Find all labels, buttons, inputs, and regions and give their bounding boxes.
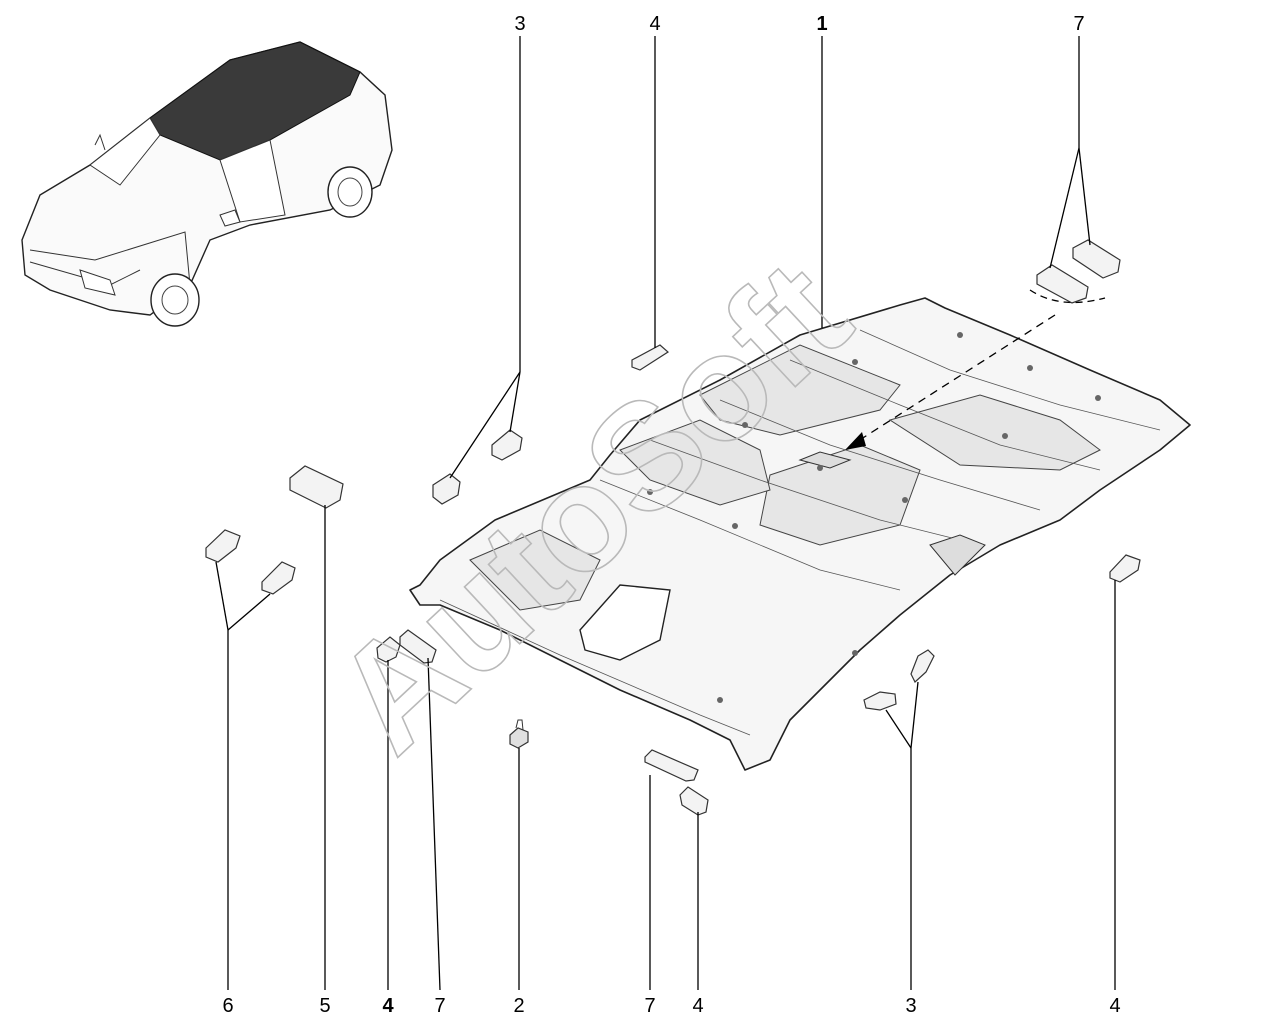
- callout-7-left: 7: [434, 995, 445, 1017]
- clip-part-3-right-b: [910, 649, 935, 683]
- car-overview-illustration: [21, 41, 393, 327]
- clip-part-7-mid: [644, 749, 699, 782]
- callout-7-top: 7: [1073, 13, 1084, 35]
- callout-2: 2: [513, 995, 524, 1017]
- clip-part-3-top-a: [491, 429, 523, 461]
- callout-1: 1: [816, 13, 827, 35]
- callout-5: 5: [319, 995, 330, 1017]
- clip-part-4-mid: [679, 786, 709, 816]
- clip-part-4-right: [1109, 554, 1141, 583]
- leader-lines: [215, 36, 1116, 991]
- clip-part-5: [289, 465, 344, 509]
- callout-7-mid: 7: [644, 995, 655, 1017]
- clip-part-6-b: [261, 561, 296, 595]
- callout-6: 6: [222, 995, 233, 1017]
- callout-4-top: 4: [649, 13, 660, 35]
- clip-part-4-left: [376, 636, 401, 663]
- callout-3-bottom: 3: [905, 995, 916, 1017]
- callout-4-left: 4: [382, 995, 394, 1017]
- clip-part-7-top-a: [1072, 239, 1121, 279]
- headliner-panel: [409, 297, 1191, 771]
- clip-part-3-right-a: [863, 691, 897, 711]
- clip-part-3-top-b: [432, 473, 461, 505]
- insertion-arrow: [845, 289, 1106, 450]
- clip-part-7-top-b: [1036, 264, 1089, 304]
- clip-part-6-a: [205, 529, 241, 563]
- callout-4-mid: 4: [692, 995, 703, 1017]
- fastener-part-2: [509, 719, 529, 749]
- callout-3-top: 3: [514, 13, 525, 35]
- callout-labels: 1 3 4 7 6 5 4 7 2 7 4 3 4: [222, 13, 1120, 1017]
- clip-part-7-left: [399, 629, 437, 664]
- callout-4-right: 4: [1109, 995, 1120, 1017]
